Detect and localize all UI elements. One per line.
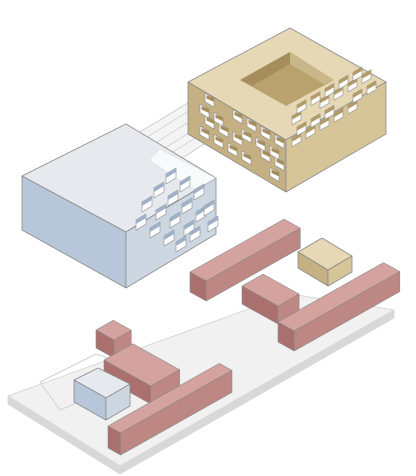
red-bar-right-right <box>293 271 401 352</box>
tan-right <box>285 81 387 193</box>
podium-edge-right <box>119 309 395 475</box>
red-bar-lower-right <box>120 370 233 456</box>
red-bar-right <box>277 262 401 352</box>
small-blue-box <box>73 367 131 421</box>
small-tan-box <box>297 237 353 287</box>
blue-facade-voids <box>135 167 219 253</box>
red-bar-upper-right <box>205 227 301 302</box>
tan-courtyard-wall-b <box>290 52 334 84</box>
tan-block <box>187 27 387 193</box>
red-bar-upper <box>189 218 301 302</box>
red-block-small <box>95 319 132 359</box>
blue-carve-top <box>150 150 216 190</box>
blue-block <box>21 123 219 289</box>
tan-courtyard-wall-a <box>240 52 290 86</box>
red-bar-lower <box>107 363 233 456</box>
tan-facade-voids <box>199 66 377 182</box>
red-blocks <box>95 218 401 456</box>
